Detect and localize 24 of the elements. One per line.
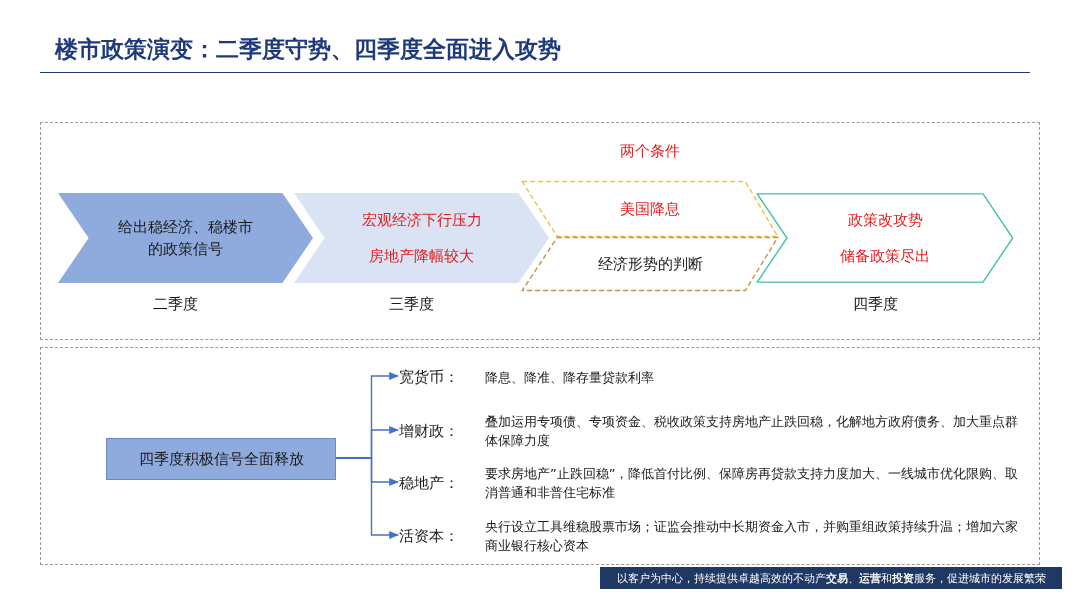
category-label: 活资本： (399, 526, 460, 546)
chevron-label: 美国降息 (620, 199, 680, 220)
policy-text: 要求房地产”止跌回稳”，降低首付比例、保障房再贷款支持力度加大、一线城市优化限购、取消普通和非普住宅标准 (485, 465, 1020, 502)
signal-box: 四季度积极信号全面释放 (106, 438, 336, 480)
category-label: 宽货币： (399, 367, 460, 387)
category-label: 增财政： (399, 421, 460, 441)
quarter-label: 三季度 (388, 295, 435, 314)
policy-text: 降息、降准、降存量贷款利率 (485, 368, 654, 387)
quarter-label: 四季度 (851, 295, 899, 314)
dashed-panel (40, 347, 1040, 565)
policy-text: 叠加运用专项债、专项资金、税收政策支持房地产止跌回稳，化解地方政府债务、加大重点群体保障力度 (485, 413, 1019, 450)
category-label: 稳地产： (399, 473, 460, 493)
heading-label: 两个条件 (619, 142, 681, 161)
slogan-banner: 以客户为中心，持续提供卓越高效的不动产交易、运营和投资服务，促进城市的发展繁荣 (600, 567, 1062, 589)
policy-text: 央行设立工具维稳股票市场；证监会推动中长期资金入市，并购重组政策持续升温；增加六家商业银行核心资本 (485, 518, 1019, 555)
quarter-label: 二季度 (152, 295, 199, 314)
page-title: 楼市政策演变：二季度守势、四季度全面进入攻势 (55, 35, 561, 64)
chevron-label: 房地产降幅较大 (369, 246, 474, 267)
chevron-label: 经济形势的判断 (597, 254, 703, 275)
chevron-label: 宏观经济下行压力 (361, 210, 482, 231)
chevron-label: 储备政策尽出 (840, 246, 930, 267)
chevron-label: 给出稳经济、稳楼市的政策信号 (117, 217, 254, 260)
dashed-panel (40, 122, 1040, 340)
chevron-label: 政策改攻势 (847, 210, 923, 231)
